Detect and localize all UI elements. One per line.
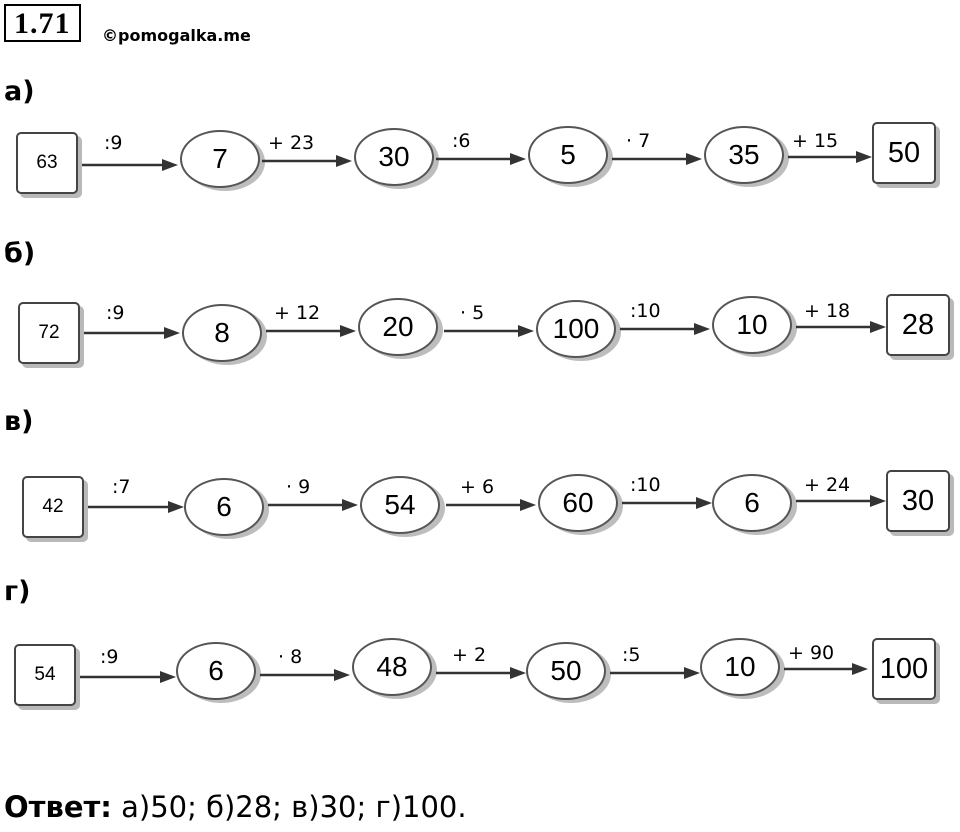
operation-label: · 8: [278, 646, 303, 668]
operation-label: :10: [630, 474, 661, 496]
arrow-icon: [446, 498, 536, 512]
result-box: 100: [872, 638, 936, 700]
operation-label: · 5: [460, 302, 485, 324]
start-box: 54: [14, 644, 76, 706]
arrow-icon: [84, 326, 180, 340]
arrow-icon: [262, 154, 352, 168]
arrow-icon: [612, 152, 702, 166]
value-oval: 6: [712, 474, 792, 532]
value-oval: 100: [536, 300, 616, 358]
value-oval: 20: [358, 298, 438, 356]
operation-label: :6: [452, 130, 471, 152]
operation-label: + 12: [274, 302, 321, 324]
result-box: 30: [886, 470, 950, 532]
arrow-icon: [622, 496, 712, 510]
value-oval: 10: [712, 296, 792, 354]
chain-row-g: г) 54 :9 6 · 8 48 + 2 50 :5 10 + 90 100: [0, 576, 960, 706]
operation-label: :7: [112, 476, 131, 498]
arrow-icon: [444, 324, 534, 338]
arrow-icon: [788, 150, 872, 164]
answer-text: а)50; б)28; в)30; г)100.: [111, 790, 467, 824]
value-oval: 7: [180, 130, 260, 188]
operation-label: :5: [622, 644, 641, 666]
operation-label: + 24: [804, 474, 851, 496]
result-box: 50: [872, 122, 936, 184]
operation-label: + 90: [788, 642, 835, 664]
operation-label: :9: [100, 646, 119, 668]
operation-label: + 6: [460, 476, 495, 498]
value-oval: 8: [182, 304, 262, 362]
arrow-icon: [784, 662, 868, 676]
arrow-icon: [88, 500, 184, 514]
site-watermark: ©pomogalka.me: [102, 26, 251, 45]
result-box: 28: [886, 294, 950, 356]
answer-line: Ответ: а)50; б)28; в)30; г)100.: [4, 790, 467, 824]
value-oval: 6: [176, 642, 256, 700]
value-oval: 60: [538, 474, 618, 532]
operation-label: :9: [104, 132, 123, 154]
value-oval: 10: [700, 638, 780, 696]
value-oval: 50: [526, 642, 606, 700]
arrow-icon: [260, 668, 350, 682]
arrow-icon: [436, 666, 526, 680]
arrow-icon: [620, 322, 710, 336]
operation-label: :9: [106, 302, 125, 324]
row-label: в): [4, 406, 34, 437]
answer-label: Ответ:: [4, 790, 112, 824]
value-oval: 54: [360, 476, 440, 534]
arrow-icon: [610, 666, 700, 680]
operation-label: + 23: [268, 132, 315, 154]
arrow-icon: [266, 324, 356, 338]
operation-label: + 2: [452, 644, 487, 666]
arrow-icon: [796, 320, 886, 334]
value-oval: 30: [354, 128, 434, 186]
operation-label: + 15: [792, 130, 839, 152]
chain-row-v: в) 42 :7 6 · 9 54 + 6 60 :10 6 + 24 30: [0, 406, 960, 538]
value-oval: 35: [704, 126, 784, 184]
operation-label: + 18: [804, 300, 851, 322]
task-number: 1.71: [4, 4, 81, 42]
arrow-icon: [796, 494, 886, 508]
operation-label: · 7: [626, 130, 651, 152]
start-box: 63: [16, 132, 78, 194]
operation-label: · 9: [286, 476, 311, 498]
value-oval: 6: [184, 478, 264, 536]
row-label: а): [4, 76, 35, 107]
value-oval: 48: [352, 638, 432, 696]
value-oval: 5: [528, 126, 608, 184]
row-label: б): [4, 238, 36, 269]
start-box: 42: [22, 476, 84, 538]
arrow-icon: [82, 158, 178, 172]
arrow-icon: [268, 498, 358, 512]
chain-row-a: а) 63 :9 7 + 23 30 :6 5 · 7 35 + 15 50: [0, 70, 960, 200]
operation-label: :10: [630, 300, 661, 322]
arrow-icon: [80, 670, 176, 684]
chain-row-b: б) 72 :9 8 + 12 20 · 5 100 :10 10 + 18 2…: [0, 238, 960, 368]
arrow-icon: [436, 152, 526, 166]
row-label: г): [4, 576, 31, 607]
start-box: 72: [18, 302, 80, 364]
